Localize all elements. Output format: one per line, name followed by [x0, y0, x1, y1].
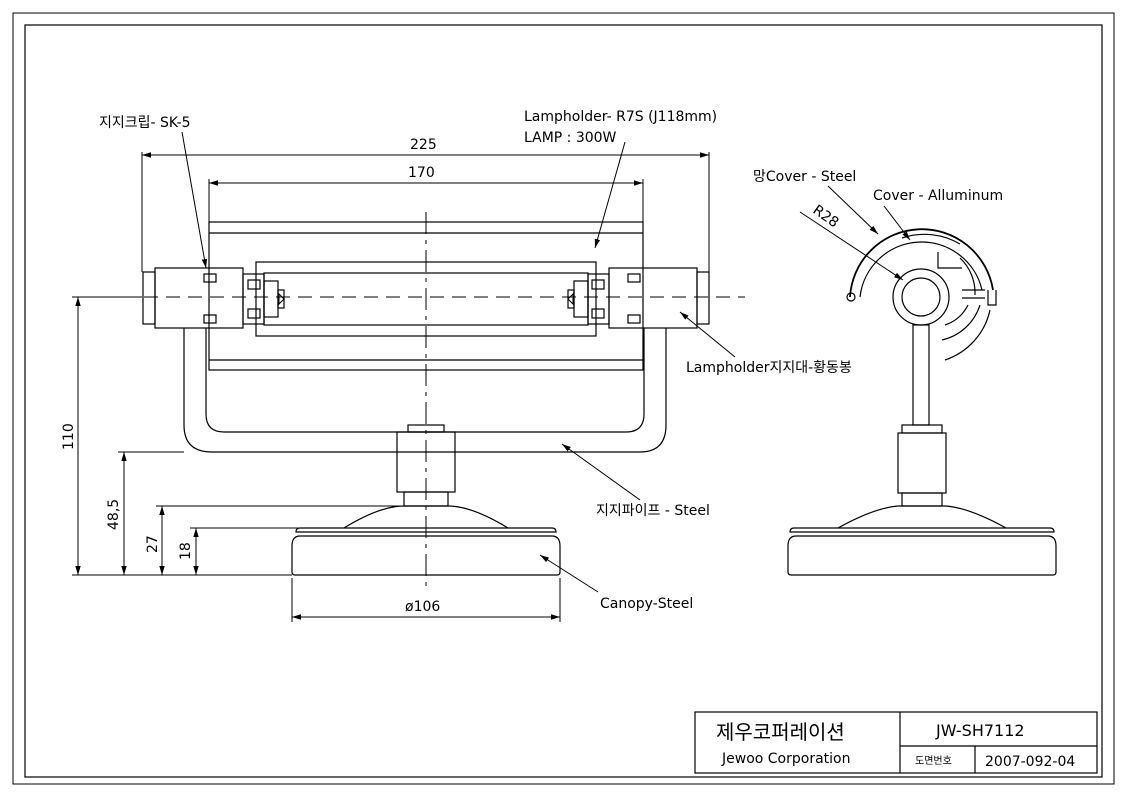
dim-line-r28: [799, 211, 904, 281]
dim-label-106: ø106: [405, 599, 440, 615]
label-support-pipe: 지지파이프 - Steel: [596, 503, 710, 519]
leader-canopy: [539, 554, 599, 593]
label-cover: Cover - Alluminum: [873, 188, 1003, 204]
label-radius: R28: [810, 202, 842, 231]
label-lampholder-line1: Lampholder- R7S (J118mm): [524, 109, 717, 125]
front-view: [72, 131, 745, 622]
label-lampholder-line2: LAMP : 300W: [524, 130, 617, 146]
leader-mesh-cover: [827, 185, 879, 235]
leader-lampholder: [594, 141, 626, 249]
model-number: JW-SH7112: [935, 721, 1025, 740]
label-canopy: Canopy-Steel: [600, 596, 693, 612]
side-view: [787, 185, 1057, 576]
label-clip: 지지크립- SK-5: [99, 115, 191, 131]
dim-label-27: 27: [145, 535, 161, 553]
title-block: [694, 711, 1098, 774]
leader-cover: [883, 205, 911, 241]
leader-clip: [181, 131, 208, 269]
dim-label-170: 170: [408, 165, 435, 181]
dim-label-48-5: 48,5: [106, 499, 122, 530]
outer-border: [12, 12, 1115, 785]
company-name-ko: 제우코퍼레이션: [716, 720, 845, 744]
dim-label-225: 225: [410, 137, 437, 153]
label-mesh-cover: 망Cover - Steel: [753, 169, 856, 185]
label-holder-support: Lampholder지지대-황동봉: [686, 360, 852, 376]
drawing-number-label: 도면번호: [915, 755, 952, 767]
inner-border: [24, 24, 1103, 778]
dim-label-110: 110: [61, 423, 77, 450]
drawing-number: 2007-092-04: [985, 754, 1075, 770]
company-name-en: Jewoo Corporation: [721, 751, 850, 767]
dim-label-18: 18: [178, 542, 194, 560]
leader-holder-support: [679, 311, 736, 358]
leader-support-pipe: [561, 443, 641, 501]
